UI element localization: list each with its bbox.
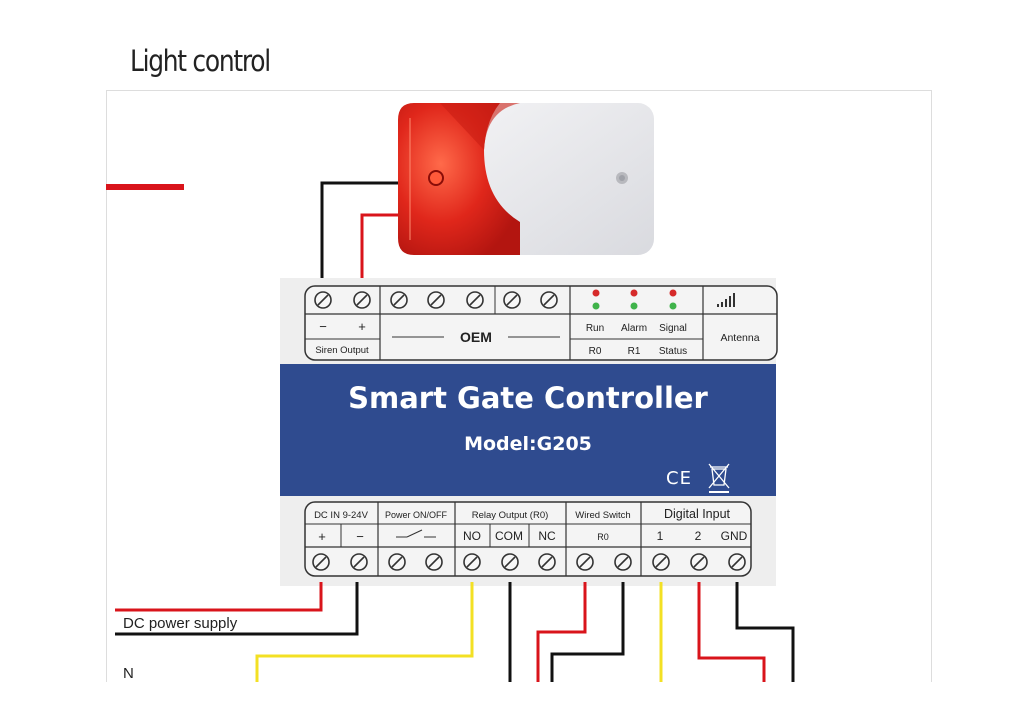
controller-box <box>280 278 778 586</box>
screw-terminal-icon <box>728 553 746 571</box>
screw-terminal-icon <box>466 291 484 309</box>
dc-red-wire <box>115 582 323 612</box>
digital-1-label: 1 <box>657 529 664 543</box>
power-onoff-label: Power ON/OFF <box>385 510 448 520</box>
digital-gnd-label: GND <box>721 529 748 543</box>
antenna-label: Antenna <box>720 332 759 344</box>
neutral-label: N <box>123 665 134 682</box>
page-title: Light control <box>130 44 271 78</box>
wired-r0-label: R0 <box>597 532 609 542</box>
digital-black-wire <box>735 582 795 682</box>
led-status-label: Status <box>659 346 687 357</box>
wired-black-wire <box>550 582 625 682</box>
power-switch-icon <box>396 529 436 538</box>
screw-terminal-icon <box>690 553 708 571</box>
digital-2-label: 2 <box>695 529 702 543</box>
bottom-screw-terminals <box>312 553 746 571</box>
alarm-red-led-icon <box>630 289 638 297</box>
siren-black-wire <box>320 181 406 280</box>
relay-output-label: Relay Output (R0) <box>472 510 549 521</box>
screw-terminal-icon <box>652 553 670 571</box>
siren-plus-label: + <box>358 319 366 334</box>
digital-input-label: Digital Input <box>664 507 731 521</box>
screw-terminal-icon <box>463 553 481 571</box>
dc-plus-label: + <box>318 529 326 544</box>
siren-strobe-icon <box>398 103 654 255</box>
relay-nc-label: NC <box>538 529 556 543</box>
signal-bars-icon <box>717 293 735 307</box>
screw-terminal-icon <box>427 291 445 309</box>
dc-power-supply-label: DC power supply <box>123 615 238 632</box>
oem-label: OEM <box>460 329 492 345</box>
screw-terminal-icon <box>425 553 443 571</box>
status-leds <box>592 289 677 310</box>
screw-terminal-icon <box>614 553 632 571</box>
led-r1-label: R1 <box>628 346 641 357</box>
top-screw-terminals <box>314 291 558 309</box>
led-run-label: Run <box>586 323 604 334</box>
relay-yellow-wire <box>255 582 474 682</box>
relay-no-label: NO <box>463 529 481 543</box>
device-name: Smart Gate Controller <box>348 381 708 415</box>
led-alarm-label: Alarm <box>621 323 647 334</box>
run-green-led-icon <box>592 302 600 310</box>
screw-terminal-icon <box>312 553 330 571</box>
dc-black-wire <box>115 582 359 636</box>
device-model: Model:G205 <box>464 433 592 455</box>
wired-red-wire <box>536 582 587 682</box>
screw-terminal-icon <box>390 291 408 309</box>
run-red-led-icon <box>592 289 600 297</box>
screw-terminal-icon <box>350 553 368 571</box>
screw-terminal-icon <box>540 291 558 309</box>
led-r0-label: R0 <box>589 346 602 357</box>
siren-output-label: Siren Output <box>315 345 369 356</box>
ce-mark: CE <box>666 468 692 489</box>
blue-label-panel <box>280 364 776 496</box>
dc-minus-label: − <box>356 529 364 544</box>
screw-terminal-icon <box>353 291 371 309</box>
led-signal-label: Signal <box>659 323 687 334</box>
screw-terminal-icon <box>314 291 332 309</box>
screw-terminal-icon <box>388 553 406 571</box>
siren-minus-label: − <box>319 319 327 334</box>
screw-terminal-icon <box>538 553 556 571</box>
relay-com-label: COM <box>495 529 523 543</box>
screw-terminal-icon <box>501 553 519 571</box>
screw-terminal-icon <box>576 553 594 571</box>
screw-terminal-icon <box>503 291 521 309</box>
dc-in-label: DC IN 9-24V <box>314 510 369 521</box>
wired-switch-label: Wired Switch <box>575 510 630 521</box>
signal-green-led-icon <box>669 302 677 310</box>
alarm-green-led-icon <box>630 302 638 310</box>
weee-bin-icon <box>708 463 730 493</box>
digital-red-wire <box>697 582 766 682</box>
signal-red-led-icon <box>669 289 677 297</box>
